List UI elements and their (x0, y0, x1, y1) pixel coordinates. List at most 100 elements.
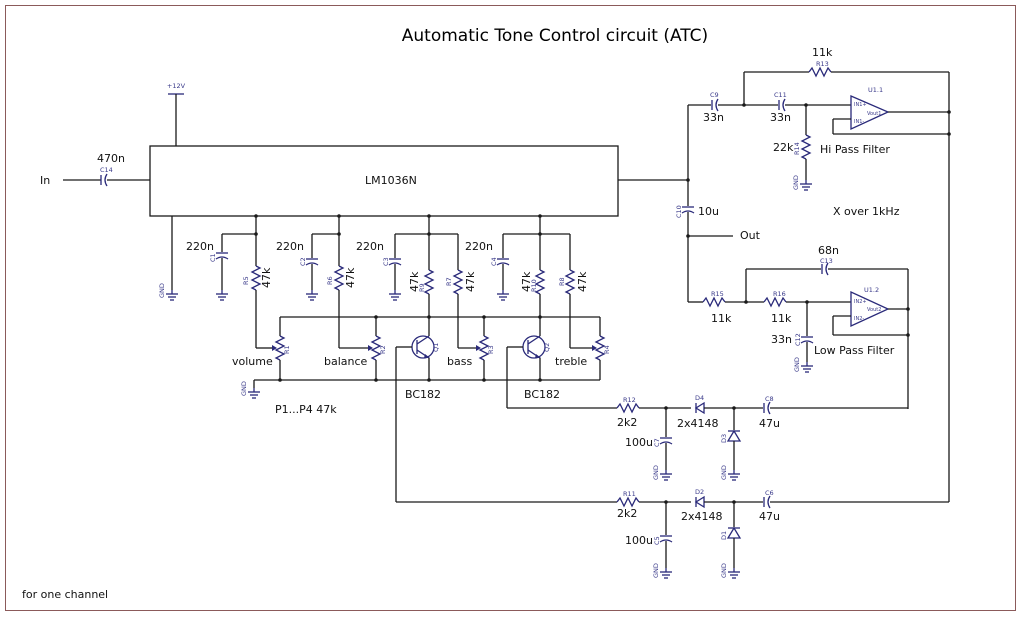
svg-text:47k: 47k (464, 271, 477, 292)
pots-note: P1...P4 47k (275, 403, 337, 416)
detector-bass: 2k2 R11 100u C5 GND 2x4148 D2 D1 GND 47u… (396, 488, 949, 579)
svg-text:C1: C1 (209, 253, 217, 262)
svg-text:GND: GND (720, 563, 728, 578)
svg-text:C11: C11 (774, 91, 787, 99)
svg-text:R10: R10 (530, 279, 538, 292)
svg-text:GND: GND (792, 175, 800, 190)
svg-text:47u: 47u (759, 417, 780, 430)
treble-label: treble (555, 355, 587, 368)
hi-pass-filter: 33n C9 11k R13 33n C11 22k R14 GND U1.1 … (688, 46, 949, 191)
supply-label: +12V (167, 82, 186, 90)
c14-value: 470n (97, 152, 125, 165)
svg-text:R3: R3 (487, 345, 495, 354)
transistor-q1: Q1 BC182 (395, 335, 441, 502)
ic-label: LM1036N (365, 174, 417, 187)
footer-note: for one channel (22, 588, 108, 601)
svg-text:C8: C8 (765, 395, 774, 403)
svg-text:220n: 220n (356, 240, 384, 253)
svg-text:11k: 11k (711, 312, 732, 325)
svg-text:47k: 47k (520, 271, 533, 292)
svg-text:C3: C3 (382, 257, 390, 266)
svg-text:220n: 220n (186, 240, 214, 253)
svg-text:IN2+: IN2+ (854, 299, 867, 305)
svg-text:C6: C6 (765, 489, 774, 497)
input-label: In (40, 174, 50, 187)
svg-text:C2: C2 (299, 257, 307, 266)
svg-text:D4: D4 (695, 394, 704, 402)
pot-volume: R1 volume (232, 317, 291, 380)
pot-balance: R2 balance (324, 317, 387, 380)
supply-12v: +12V (167, 82, 186, 146)
detector-treble: 2k2 R12 100u C7 GND 2x4148 D4 D3 GND 47u… (507, 394, 908, 481)
svg-text:GND: GND (720, 465, 728, 480)
q1-type: BC182 (405, 388, 441, 401)
svg-text:C14: C14 (100, 166, 113, 174)
crossover-note: X over 1kHz (833, 205, 900, 218)
svg-text:100u: 100u (625, 534, 653, 547)
volume-label: volume (232, 355, 273, 368)
svg-text:220n: 220n (465, 240, 493, 253)
svg-text:D2: D2 (695, 488, 704, 496)
svg-text:C12: C12 (794, 333, 802, 346)
output-label: Out (740, 229, 761, 242)
svg-text:10u: 10u (698, 205, 719, 218)
transistor-q2: Q2 BC182 (506, 335, 560, 408)
svg-text:R7: R7 (445, 277, 453, 286)
svg-text:Vout2: Vout2 (867, 307, 881, 313)
svg-text:U1.2: U1.2 (864, 286, 879, 294)
svg-text:R4: R4 (603, 345, 611, 354)
svg-text:22k: 22k (773, 141, 794, 154)
svg-text:C9: C9 (710, 91, 719, 99)
svg-text:47k: 47k (344, 267, 357, 288)
svg-text:R16: R16 (773, 290, 786, 298)
hi-pass-label: Hi Pass Filter (820, 143, 890, 156)
q2-type: BC182 (524, 388, 560, 401)
svg-text:U1.1: U1.1 (868, 86, 883, 94)
balance-label: balance (324, 355, 368, 368)
svg-text:R14: R14 (793, 142, 801, 155)
svg-text:47k: 47k (260, 267, 273, 288)
svg-text:R11: R11 (623, 490, 636, 498)
svg-text:C10: C10 (675, 205, 683, 218)
svg-text:R2: R2 (379, 345, 387, 354)
svg-text:R5: R5 (242, 276, 250, 285)
svg-text:D1: D1 (720, 531, 728, 540)
svg-text:2k2: 2k2 (617, 507, 637, 520)
svg-text:2x4148: 2x4148 (677, 417, 719, 430)
svg-text:Q2: Q2 (543, 343, 551, 352)
input-stage: In 470n C14 (40, 152, 150, 187)
low-pass-label: Low Pass Filter (814, 344, 895, 357)
svg-text:Q1: Q1 (432, 343, 440, 352)
svg-text:R8: R8 (558, 277, 566, 286)
svg-text:GND: GND (158, 283, 166, 298)
svg-text:Vout1: Vout1 (867, 111, 881, 117)
bass-label: bass (447, 355, 472, 368)
svg-text:C7: C7 (653, 438, 661, 447)
svg-text:220n: 220n (276, 240, 304, 253)
svg-text:11k: 11k (771, 312, 792, 325)
svg-text:GND: GND (652, 563, 660, 578)
svg-text:GND: GND (793, 357, 801, 372)
pot-bass: R3 bass (447, 317, 495, 380)
svg-text:47u: 47u (759, 510, 780, 523)
svg-text:47k: 47k (576, 271, 589, 292)
svg-text:IN1-: IN1- (854, 119, 864, 125)
svg-text:C5: C5 (653, 536, 661, 545)
svg-text:33n: 33n (770, 111, 791, 124)
svg-text:R15: R15 (711, 290, 724, 298)
svg-text:GND: GND (240, 381, 248, 396)
svg-text:R9: R9 (418, 283, 426, 292)
pot-treble: R4 treble (555, 317, 611, 380)
svg-text:R6: R6 (326, 276, 334, 285)
svg-text:R13: R13 (816, 60, 829, 68)
drawing-frame (5, 5, 1016, 611)
svg-text:47k: 47k (408, 271, 421, 292)
svg-text:IN1+: IN1+ (854, 102, 867, 108)
svg-text:C13: C13 (820, 257, 833, 265)
diagram-title: Automatic Tone Control circuit (ATC) (402, 26, 708, 46)
svg-text:2k2: 2k2 (617, 416, 637, 429)
svg-text:2x4148: 2x4148 (681, 510, 723, 523)
svg-text:68n: 68n (818, 244, 839, 257)
svg-text:33n: 33n (703, 111, 724, 124)
